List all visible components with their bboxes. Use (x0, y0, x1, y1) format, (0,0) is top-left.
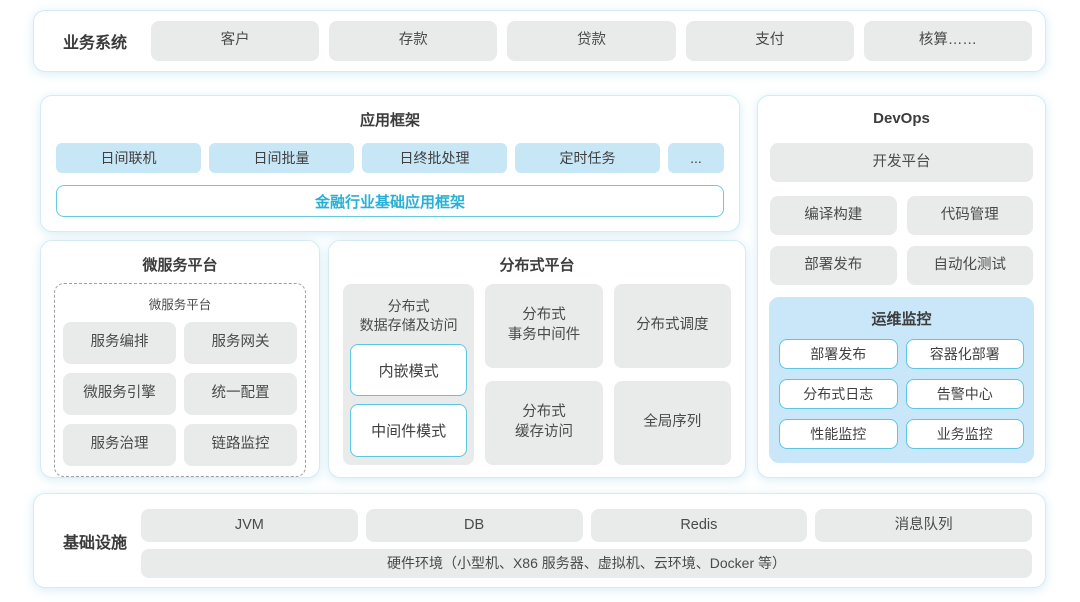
tool-deploy-release: 部署发布 (770, 246, 897, 285)
monitor-deploy-release: 部署发布 (779, 339, 898, 369)
distributed-storage-box: 分布式 数据存储及访问 内嵌模式 中间件模式 (343, 284, 475, 465)
infrastructure-panel: 基础设施 JVM DB Redis 消息队列 硬件环境（小型机、X86 服务器、… (33, 493, 1046, 588)
infrastructure-label: 基础设施 (62, 534, 127, 552)
svc-trace-monitoring: 链路监控 (184, 424, 297, 466)
module-scheduled-task: 定时任务 (515, 143, 660, 173)
devops-panel: DevOps 开发平台 编译构建 代码管理 部署发布 自动化测试 运维监控 部署… (757, 95, 1046, 478)
infra-jvm: JVM (141, 509, 358, 542)
distributed-scheduling: 分布式调度 (613, 284, 731, 368)
module-eod-batch: 日终批处理 (362, 143, 507, 173)
business-item-payment: 支付 (685, 21, 854, 61)
devops-tools: 编译构建 代码管理 部署发布 自动化测试 (770, 196, 1033, 285)
dev-platform: 开发平台 (770, 143, 1033, 182)
monitor-alert-center: 告警中心 (905, 379, 1024, 409)
distributed-col-2: 分布式 事务中间件 分布式 缓存访问 (485, 284, 603, 465)
svc-unified-config: 统一配置 (184, 373, 297, 415)
storage-middleware-mode: 中间件模式 (350, 404, 468, 457)
distributed-storage-title: 分布式 数据存储及访问 (359, 298, 458, 333)
distributed-title: 分布式平台 (499, 257, 575, 274)
tool-compile-build: 编译构建 (770, 196, 897, 235)
tool-code-management: 代码管理 (906, 196, 1033, 235)
ops-monitoring-items: 部署发布 容器化部署 分布式日志 告警中心 性能监控 业务监控 (779, 339, 1024, 449)
hardware-environment-bar: 硬件环境（小型机、X86 服务器、虚拟机、云环境、Docker 等） (141, 549, 1032, 578)
ops-monitoring-title: 运维监控 (871, 311, 932, 328)
ops-monitoring-panel: 运维监控 部署发布 容器化部署 分布式日志 告警中心 性能监控 业务监控 (769, 297, 1034, 463)
module-more-ellipsis: ... (668, 143, 724, 173)
microservice-items: 服务编排 服务网关 微服务引擎 统一配置 服务治理 链路监控 (63, 322, 297, 466)
app-framework-modules: 日间联机 日间批量 日终批处理 定时任务 ... (56, 143, 724, 173)
business-item-accounting: 核算…… (863, 21, 1033, 61)
tool-automated-testing: 自动化测试 (906, 246, 1033, 285)
base-framework-bar: 金融行业基础应用框架 (56, 185, 724, 217)
distributed-panel: 分布式平台 分布式 数据存储及访问 内嵌模式 中间件模式 分布式 事务中间件 分… (328, 240, 746, 478)
microservice-title: 微服务平台 (142, 257, 218, 274)
monitor-performance: 性能监控 (779, 419, 898, 449)
distributed-col-3: 分布式调度 全局序列 (613, 284, 731, 465)
distributed-grid: 分布式 数据存储及访问 内嵌模式 中间件模式 分布式 事务中间件 分布式 缓存访… (343, 284, 731, 465)
infra-redis: Redis (590, 509, 808, 542)
svc-gateway: 服务网关 (184, 322, 297, 364)
microservice-inner-title: 微服务平台 (148, 298, 212, 312)
infra-message-queue: 消息队列 (815, 509, 1032, 542)
microservice-panel: 微服务平台 微服务平台 服务编排 服务网关 微服务引擎 统一配置 服务治理 链路… (40, 240, 320, 478)
distributed-transaction-middleware: 分布式 事务中间件 (485, 284, 603, 368)
monitor-business: 业务监控 (905, 419, 1024, 449)
business-item-loan: 贷款 (507, 21, 676, 61)
svc-orchestration: 服务编排 (63, 322, 176, 364)
business-item-deposit: 存款 (329, 21, 498, 61)
infrastructure-content: JVM DB Redis 消息队列 硬件环境（小型机、X86 服务器、虚拟机、云… (141, 494, 1045, 587)
monitor-distributed-log: 分布式日志 (779, 379, 898, 409)
infrastructure-items: JVM DB Redis 消息队列 (141, 509, 1032, 542)
microservice-inner-box: 微服务平台 服务编排 服务网关 微服务引擎 统一配置 服务治理 链路监控 (54, 283, 306, 477)
global-sequence: 全局序列 (613, 381, 731, 465)
monitor-container-deploy: 容器化部署 (905, 339, 1024, 369)
infra-db: DB (365, 509, 583, 542)
devops-title: DevOps (873, 110, 930, 127)
app-framework-panel: 应用框架 日间联机 日间批量 日终批处理 定时任务 ... 金融行业基础应用框架 (40, 95, 740, 232)
business-systems-panel: 业务系统 客户 存款 贷款 支付 核算…… (33, 10, 1046, 72)
svc-engine: 微服务引擎 (63, 373, 176, 415)
business-systems-label: 业务系统 (62, 35, 127, 52)
module-daytime-batch: 日间批量 (209, 143, 354, 173)
storage-embedded-mode: 内嵌模式 (350, 343, 468, 397)
business-item-customer: 客户 (151, 21, 320, 61)
module-daytime-online: 日间联机 (56, 143, 201, 173)
svc-governance: 服务治理 (63, 424, 176, 466)
app-framework-title: 应用框架 (359, 112, 420, 129)
distributed-cache-access: 分布式 缓存访问 (485, 381, 603, 465)
